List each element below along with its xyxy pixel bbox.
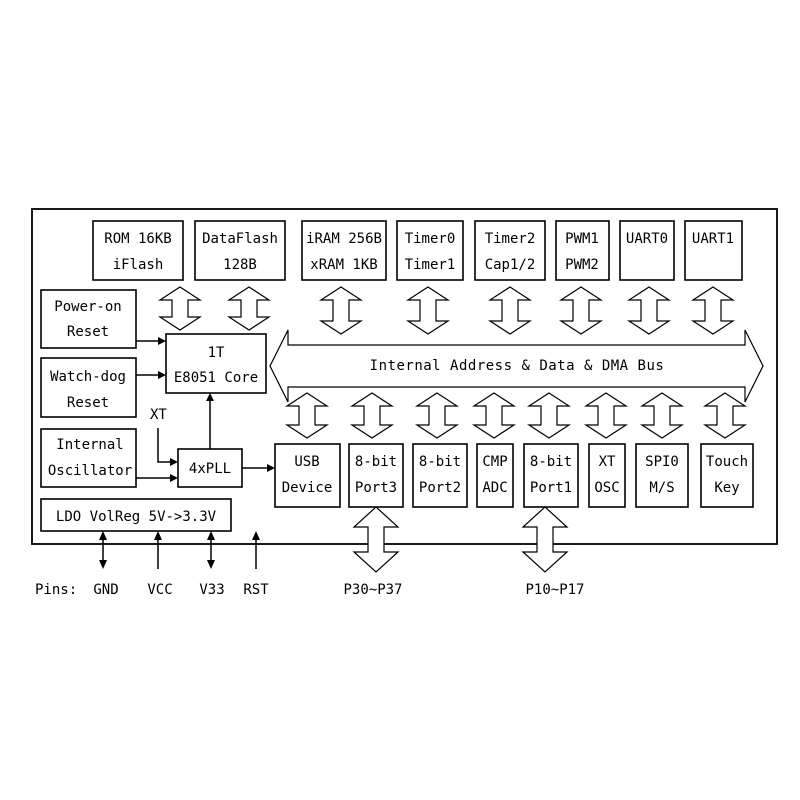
touch-key-line-1: Touch [706,454,748,470]
watchdog-reset-line-1: Watch-dog [50,369,126,385]
timer2-line-1: Timer2 [485,231,536,247]
top-bus-arrows [157,286,736,335]
spi-line-2: M/S [649,480,674,496]
ram-block: iRAM 256B xRAM 1KB [301,220,387,281]
pins-label: Pins: [35,582,77,598]
pwm-bus-arrow [558,286,604,335]
pin-gnd-label: GND [93,582,118,598]
usb-bus-arrow [284,392,330,439]
dataflash-bus-arrow [226,286,272,331]
watchdog-reset-block: Watch-dog Reset [40,357,137,418]
xt-label: XT [150,407,167,423]
internal-oscillator-line-1: Internal [56,437,123,453]
power-on-reset-line-2: Reset [67,324,109,340]
rom-bus-arrow [157,286,203,331]
port2-block: 8-bit Port2 [412,443,468,508]
spi-block: SPI0 M/S [635,443,689,508]
internal-oscillator-line-2: Oscillator [48,463,132,479]
uart1-bus-arrow [690,286,736,335]
pwm-line-2: PWM2 [565,257,599,273]
pin-vcc-label: VCC [147,582,172,598]
touch-key-line-2: Key [714,480,739,496]
touch-bus-arrow [702,392,748,439]
port2-line-1: 8-bit [419,454,461,470]
power-pins [99,531,260,569]
port2-line-2: Port2 [419,480,461,496]
rom-block: ROM 16KB iFlash [92,220,184,281]
cmp-adc-line-2: ADC [482,480,507,496]
pin-port1-label: P10~P17 [525,582,584,598]
timer2-line-2: Cap1/2 [485,257,536,273]
port1-line-1: 8-bit [530,454,572,470]
top-blocks: ROM 16KB iFlash DataFlash 128B iRAM 256B… [92,220,743,281]
chip-outline [31,208,778,545]
internal-oscillator-block: Internal Oscillator [40,428,137,488]
pll-block: 4xPLL [177,448,243,488]
rom-line-1: ROM 16KB [104,231,171,247]
uart0-label: UART0 [626,231,668,247]
timer2-block: Timer2 Cap1/2 [474,220,546,281]
rom-line-2: iFlash [113,257,164,273]
bottom-blocks: USB Device 8-bit Port3 8-bit Port2 CMP A… [274,443,754,508]
pin-labels: Pins: GND VCC V33 RST P30~P37 P10~P17 [35,582,585,598]
uart0-block: UART0 [619,220,675,281]
internal-bus-arrow [269,329,764,403]
control-arrows [136,337,275,482]
xt-osc-line-2: OSC [594,480,619,496]
port3-line-1: 8-bit [355,454,397,470]
core-line-2: E8051 Core [174,370,258,386]
spi-bus-arrow [639,392,685,439]
pll-label: 4xPLL [189,461,231,477]
port2-bus-arrow [414,392,460,439]
usb-line-1: USB [294,454,319,470]
pwm-block: PWM1 PWM2 [555,220,610,281]
cmp-adc-block: CMP ADC [476,443,514,508]
cmp-adc-bus-arrow [471,392,517,439]
bus-label: Internal Address & Data & DMA Bus [370,358,665,374]
core-block: 1T E8051 Core [165,333,267,394]
ram-bus-arrow [318,286,364,335]
ldo-label: LDO VolReg 5V->3.3V [56,509,217,525]
dataflash-line-2: 128B [223,257,257,273]
bottom-bus-arrows [284,392,748,439]
ram-line-1: iRAM 256B [306,231,382,247]
timer01-line-2: Timer1 [405,257,456,273]
pin-rst-label: RST [243,582,269,598]
spi-line-1: SPI0 [645,454,679,470]
power-on-reset-block: Power-on Reset [40,289,137,349]
uart1-label: UART1 [692,231,734,247]
xt-osc-bus-arrow [583,392,629,439]
ldo-block: LDO VolReg 5V->3.3V [40,498,232,532]
watchdog-reset-line-2: Reset [67,395,109,411]
pwm-line-1: PWM1 [565,231,599,247]
usb-line-2: Device [282,480,333,496]
timer01-bus-arrow [405,286,451,335]
ram-line-2: xRAM 1KB [310,257,377,273]
timer2-bus-arrow [487,286,533,335]
port1-pin-arrow [521,506,569,573]
xt-osc-line-1: XT [599,454,616,470]
port3-block: 8-bit Port3 [348,443,404,508]
dataflash-block: DataFlash 128B [194,220,286,281]
usb-block: USB Device [274,443,341,508]
timer01-block: Timer0 Timer1 [396,220,464,281]
timer01-line-1: Timer0 [405,231,456,247]
uart1-block: UART1 [684,220,743,281]
pin-port3-label: P30~P37 [343,582,402,598]
pin-v33-label: V33 [199,582,224,598]
dataflash-line-1: DataFlash [202,231,278,247]
cmp-adc-line-1: CMP [482,454,507,470]
port3-line-2: Port3 [355,480,397,496]
core-line-1: 1T [208,345,225,361]
port1-line-2: Port1 [530,480,572,496]
touch-key-block: Touch Key [700,443,754,508]
uart0-bus-arrow [626,286,672,335]
power-on-reset-line-1: Power-on [54,299,121,315]
port1-block: 8-bit Port1 [523,443,579,508]
xt-osc-block: XT OSC [588,443,626,508]
port3-bus-arrow [349,392,395,439]
port1-bus-arrow [526,392,572,439]
port3-pin-arrow [352,506,400,573]
